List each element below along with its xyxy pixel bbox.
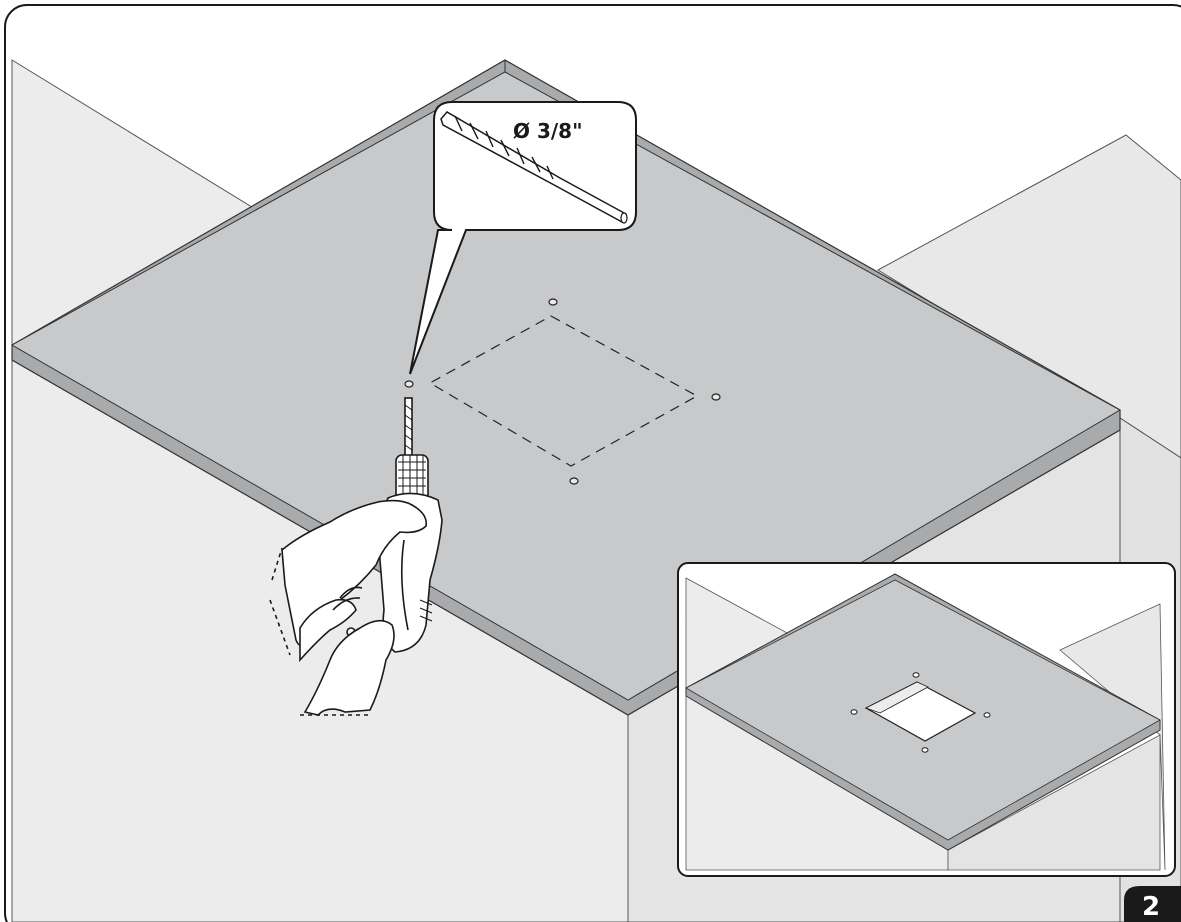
step-number: 2 <box>1142 892 1160 922</box>
cutout-outline <box>428 315 699 467</box>
drill-bit-size-label: Ø 3/8" <box>513 119 583 143</box>
hole-marker-left <box>404 380 414 388</box>
hole-marker-bottom <box>569 477 579 485</box>
drill-with-hands <box>269 397 443 716</box>
hole-marker-right <box>711 393 721 401</box>
hole-markers <box>404 298 721 485</box>
inset-finished-cutout <box>677 562 1176 877</box>
drill-bit-icon <box>440 111 628 224</box>
callout-bubble <box>409 101 637 375</box>
hand-icon <box>269 499 428 663</box>
drill-bit-callout: Ø 3/8" <box>409 101 637 375</box>
hole-marker-top <box>548 298 558 306</box>
drill-bit-in-chuck <box>404 397 413 459</box>
step-badge: 2 <box>1124 886 1181 922</box>
lower-hand <box>300 619 395 716</box>
